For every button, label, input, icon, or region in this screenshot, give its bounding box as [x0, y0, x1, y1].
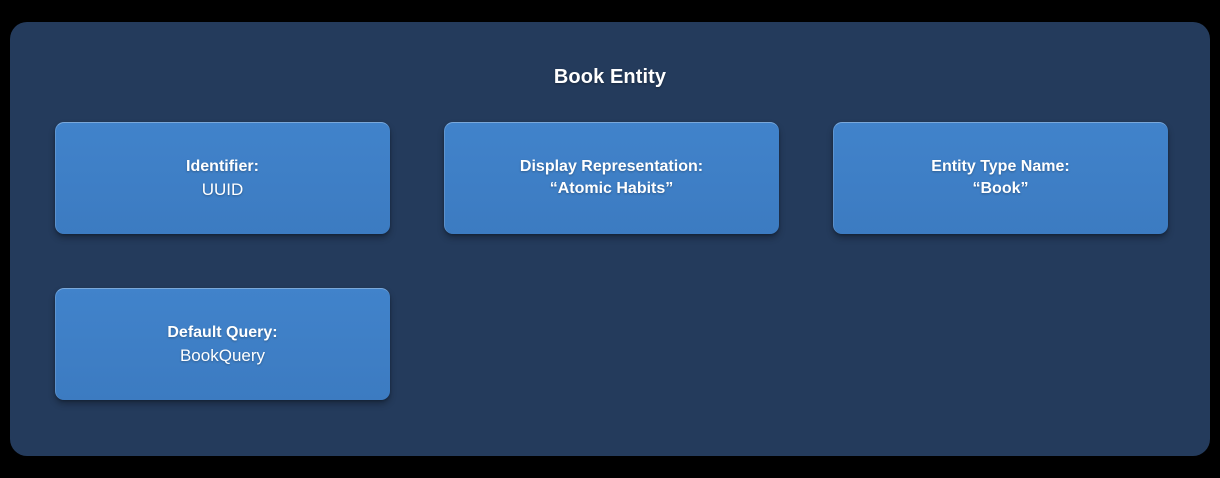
card-entity-type-name-value: “Book”	[972, 180, 1029, 197]
card-display-representation-label: Display Representation:	[519, 158, 704, 175]
card-entity-type-name[interactable]: Entity Type Name: “Book”	[833, 122, 1168, 234]
page-title: Book Entity	[553, 66, 667, 88]
card-identifier-label: Identifier:	[186, 157, 259, 175]
card-entity-type-name-label: Entity Type Name:	[931, 158, 1070, 175]
card-display-representation[interactable]: Display Representation: “Atomic Habits”	[444, 122, 779, 234]
card-identifier[interactable]: Identifier: UUID	[55, 122, 390, 234]
card-default-query-label: Default Query:	[167, 323, 278, 341]
attribute-card-grid: Identifier: UUID Display Representation:…	[55, 122, 1182, 400]
card-default-query[interactable]: Default Query: BookQuery	[55, 288, 390, 400]
card-default-query-value: BookQuery	[179, 345, 266, 365]
card-row-1: Identifier: UUID Display Representation:…	[55, 122, 1182, 234]
card-display-representation-value: “Atomic Habits”	[549, 180, 674, 197]
card-row-2: Default Query: BookQuery	[55, 288, 1182, 400]
book-entity-panel: Book Entity Identifier: UUID Display Rep…	[10, 22, 1210, 456]
card-identifier-value: UUID	[201, 179, 244, 199]
